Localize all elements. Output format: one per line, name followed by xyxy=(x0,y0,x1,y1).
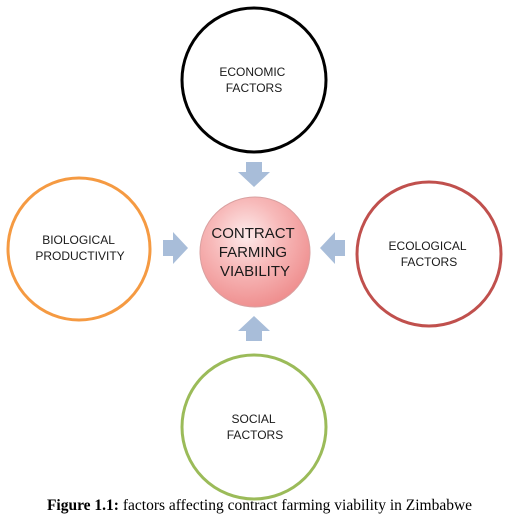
biological-productivity-line: PRODUCTIVITY xyxy=(35,249,124,263)
social-factors-circle xyxy=(180,353,328,501)
contract-farming-viability-label: CONTRACT FARMING VIABILITY xyxy=(211,225,298,280)
figure-caption-text: factors affecting contract farming viabi… xyxy=(118,497,473,514)
center-label-line: CONTRACT xyxy=(211,225,294,242)
social-factors-line: SOCIAL xyxy=(232,412,276,426)
economic-factors-label: ECONOMIC FACTORS xyxy=(219,65,288,95)
figure-caption-label: Figure 1.1: xyxy=(46,497,119,514)
ecological-factors-line: ECOLOGICAL xyxy=(389,239,467,253)
ecological-factors-line: FACTORS xyxy=(401,255,457,269)
biological-productivity-line: BIOLOGICAL xyxy=(42,233,115,247)
contract-farming-viability-circle xyxy=(199,196,311,308)
center-label-line: FARMING xyxy=(219,244,287,261)
biological-productivity-circle xyxy=(6,176,152,322)
arrow-up-from-social xyxy=(238,316,270,341)
social-factors-label: SOCIAL FACTORS xyxy=(227,412,283,442)
figure-caption: Figure 1.1: factors affecting contract f… xyxy=(0,497,519,515)
economic-factors-line: FACTORS xyxy=(226,81,282,95)
ecological-factors-label: ECOLOGICAL FACTORS xyxy=(389,239,470,269)
economic-factors-circle xyxy=(180,6,328,154)
arrow-left-from-ecological xyxy=(320,232,345,264)
biological-productivity-label: BIOLOGICAL PRODUCTIVITY xyxy=(35,233,124,263)
social-factors-line: FACTORS xyxy=(227,428,283,442)
ecological-factors-circle xyxy=(355,180,503,328)
arrow-right-from-biological xyxy=(163,232,188,264)
arrow-down-from-economic xyxy=(238,162,270,187)
economic-factors-line: ECONOMIC xyxy=(219,65,285,79)
center-label-line: VIABILITY xyxy=(220,263,290,280)
